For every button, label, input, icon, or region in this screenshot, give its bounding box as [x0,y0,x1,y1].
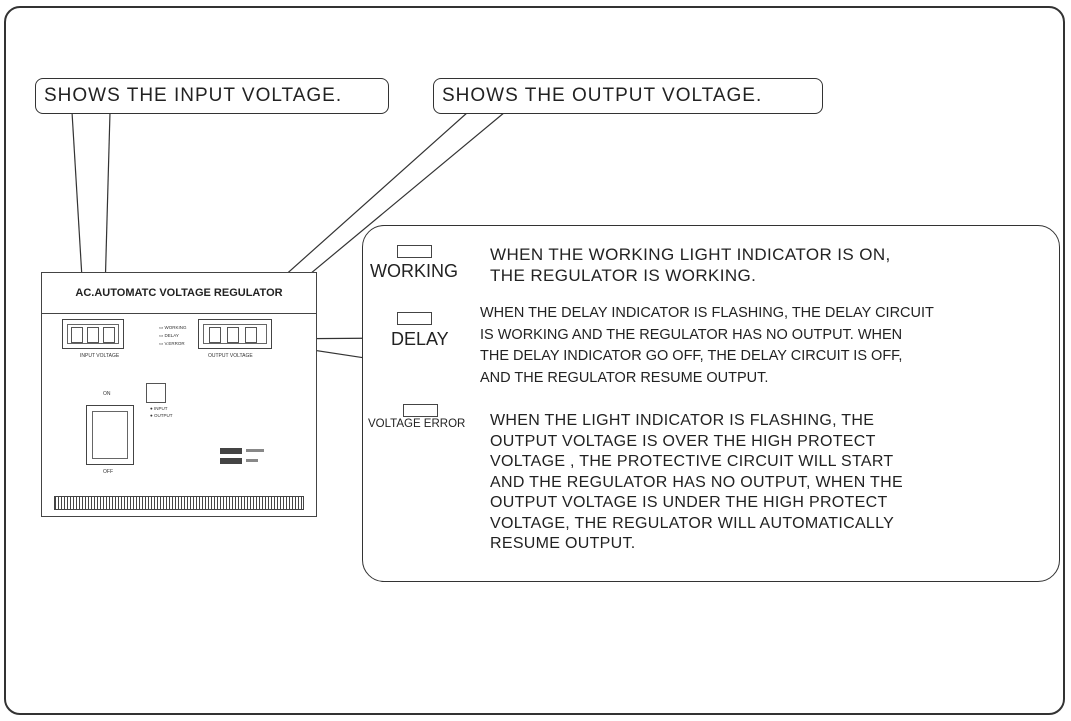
working-indicator-light [397,245,432,258]
voltage-error-label: VOLTAGE ERROR [368,418,466,430]
indicator-legend-box: WORKING WHEN THE WORKING LIGHT INDICATOR… [362,225,1060,582]
input-voltage-callout-text: SHOWS THE INPUT VOLTAGE. [44,85,343,106]
delay-label: DELAY [391,329,449,349]
output-rating-badge [220,458,242,464]
switch-off-label: OFF [103,469,113,475]
delay-led-label: ▭ DELAY [159,333,179,338]
voltage-error-indicator-light [403,404,438,417]
delay-description: WHEN THE DELAY INDICATOR IS FLASHING, TH… [480,303,934,389]
working-line-2: THE REGULATOR IS WORKING. [490,266,757,285]
working-led-label: ▭ WORKING [159,325,187,330]
input-voltage-callout: SHOWS THE INPUT VOLTAGE. [35,78,389,114]
delay-line-3: THE DELAY INDICATOR GO OFF, THE DELAY CI… [480,348,903,364]
display-band: ▭ WORKING ▭ DELAY ▭ V.ERROR [42,313,316,349]
output-voltage-display [198,319,272,349]
input-rating-badge [220,448,242,454]
delay-indicator-light [397,312,432,325]
input-rating-text [246,449,264,452]
output-voltage-callout: SHOWS THE OUTPUT VOLTAGE. [433,78,823,114]
working-label: WORKING [370,261,458,281]
error-led-label: ▭ V.ERROR [159,341,185,346]
voltage-error-line-1: WHEN THE LIGHT INDICATOR IS FLASHING, TH… [490,412,875,429]
regulator-front-panel: AC.AUTOMATC VOLTAGE REGULATOR ▭ WORKING … [41,272,317,517]
voltage-error-line-2: OUTPUT VOLTAGE IS OVER THE HIGH PROTECT [490,432,876,450]
power-switch [86,405,134,465]
vent-grille [54,496,304,510]
delay-line-4: AND THE REGULATOR RESUME OUTPUT. [480,369,769,386]
voltage-error-line-6: VOLTAGE, THE REGULATOR WILL AUTOMATICALL… [490,514,895,532]
voltage-error-line-3: VOLTAGE , THE PROTECTIVE CIRCUIT WILL ST… [490,453,894,470]
switch-on-label: ON [103,391,111,397]
output-select-label: ● OUTPUT [150,413,173,418]
working-description: WHEN THE WORKING LIGHT INDICATOR IS ON, … [490,244,891,286]
output-voltage-callout-text: SHOWS THE OUTPUT VOLTAGE. [442,85,763,106]
output-voltage-label: OUTPUT VOLTAGE [208,353,253,359]
delay-line-2: IS WORKING AND THE REGULATOR HAS NO OUTP… [480,326,903,343]
output-rating-text [246,459,258,462]
voltage-error-line-5: OUTPUT VOLTAGE IS UNDER THE HIGH PROTECT [490,494,888,511]
input-voltage-label: INPUT VOLTAGE [80,353,120,359]
voltage-error-line-4: AND THE REGULATOR HAS NO OUTPUT, WHEN TH… [490,473,903,491]
input-select-label: ● INPUT [150,406,168,411]
device-title: AC.AUTOMATC VOLTAGE REGULATOR [42,273,316,314]
working-line-1: WHEN THE WORKING LIGHT INDICATOR IS ON, [490,245,891,264]
display-select-button [146,383,166,403]
input-voltage-display [62,319,124,349]
voltage-error-description: WHEN THE LIGHT INDICATOR IS FLASHING, TH… [490,411,903,555]
voltage-error-line-7: RESUME OUTPUT. [490,535,636,552]
diagram-frame [4,6,1065,715]
delay-line-1: WHEN THE DELAY INDICATOR IS FLASHING, TH… [480,305,934,321]
